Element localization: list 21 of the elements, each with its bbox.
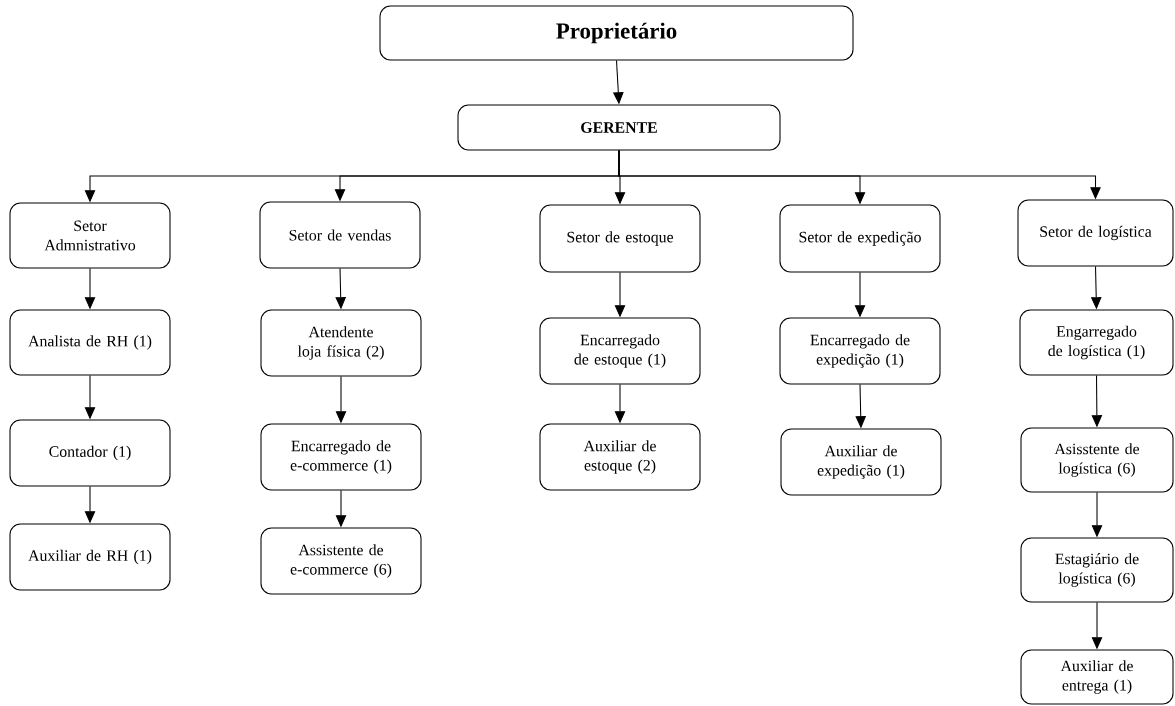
role-box: Encarregado de e-commerce (1): [260, 423, 422, 491]
role-box: Setor de estoque: [539, 204, 701, 273]
role-box: Setor Admnistrativo: [9, 202, 171, 269]
manager-box: GERENTE: [457, 104, 781, 151]
role-box: Encarregado de expedição (1): [779, 317, 941, 385]
role-box: Engarregado de logística (1): [1019, 309, 1174, 376]
title-box: Proprietário: [379, 5, 854, 61]
role-box: Setor de vendas: [259, 201, 421, 269]
role-box: Assistente de e-commerce (6): [260, 527, 422, 595]
role-box: Encarregado de estoque (1): [539, 317, 701, 385]
role-box: Atendente loja física (2): [260, 309, 422, 377]
role-box: Setor de logística: [1017, 199, 1174, 267]
role-box: Contador (1): [9, 419, 171, 487]
role-box: Auxiliar de expedição (1): [780, 428, 942, 496]
role-box: Estagiário de logística (6): [1020, 537, 1174, 603]
role-box: Auxiliar de estoque (2): [539, 423, 701, 491]
role-box: Asisstente de logística (6): [1020, 427, 1174, 493]
role-box: Setor de expedição: [779, 204, 941, 273]
role-box: Auxiliar de entrega (1): [1020, 649, 1174, 705]
role-box: Analista de RH (1): [9, 309, 171, 376]
role-box: Auxiliar de RH (1): [9, 523, 171, 591]
